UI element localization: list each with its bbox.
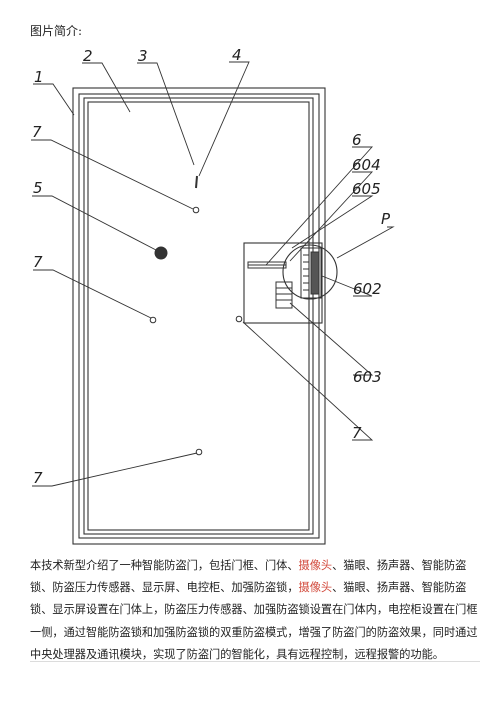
- highlight-camera-1: 摄像头: [298, 559, 333, 572]
- label-603: 603: [353, 368, 382, 386]
- label-7-c: 7: [33, 469, 43, 487]
- label-4: 4: [232, 46, 242, 64]
- label-7-d: 7: [352, 424, 362, 442]
- door-frame-inner: [78, 93, 320, 539]
- label-2: 2: [83, 47, 93, 65]
- section-heading: 图片简介:: [30, 24, 83, 38]
- label-605: 605: [352, 180, 381, 198]
- pressure-sensor-1: [149, 316, 157, 324]
- label-p: P: [381, 210, 391, 228]
- camera: [195, 175, 198, 189]
- door-body-inner: [87, 101, 310, 531]
- door-frame-outer: [72, 87, 326, 545]
- door-body-outer: [83, 97, 314, 535]
- lock-bolt: [310, 251, 320, 295]
- label-7-a: 7: [32, 123, 42, 141]
- description-text-3: 、猫眼、扬声器、智能防盗锁、显示屏设置在门体上，防盗压力传感器、加强防盗锁设置在…: [30, 581, 478, 661]
- description-text-2: 、猫眼、扬声器、智能防盗锁、防盗压力传感器、显示屏、电控柜、加强防盗锁，: [30, 559, 467, 595]
- label-5: 5: [33, 179, 43, 197]
- divider-line: [30, 661, 480, 662]
- peephole: [192, 206, 200, 214]
- pressure-sensor-2: [235, 315, 243, 323]
- label-3: 3: [138, 47, 148, 65]
- description-text-1: 本技术新型介绍了一种智能防盗门，包括门框、门体、: [30, 559, 299, 572]
- control-box: [243, 242, 323, 324]
- lock-keypad: [275, 281, 293, 309]
- description-paragraph: 本技术新型介绍了一种智能防盗门，包括门框、门体、摄像头、猫眼、扬声器、智能防盗锁…: [30, 555, 480, 666]
- label-602: 602: [353, 280, 382, 298]
- label-6: 6: [352, 131, 362, 149]
- label-604: 604: [352, 156, 381, 174]
- label-7-b: 7: [33, 253, 43, 271]
- pressure-sensor-3: [195, 448, 203, 456]
- speaker: [154, 246, 168, 260]
- highlight-camera-2: 摄像头: [298, 581, 333, 595]
- detail-circle-p: [282, 244, 338, 300]
- label-1: 1: [34, 68, 44, 86]
